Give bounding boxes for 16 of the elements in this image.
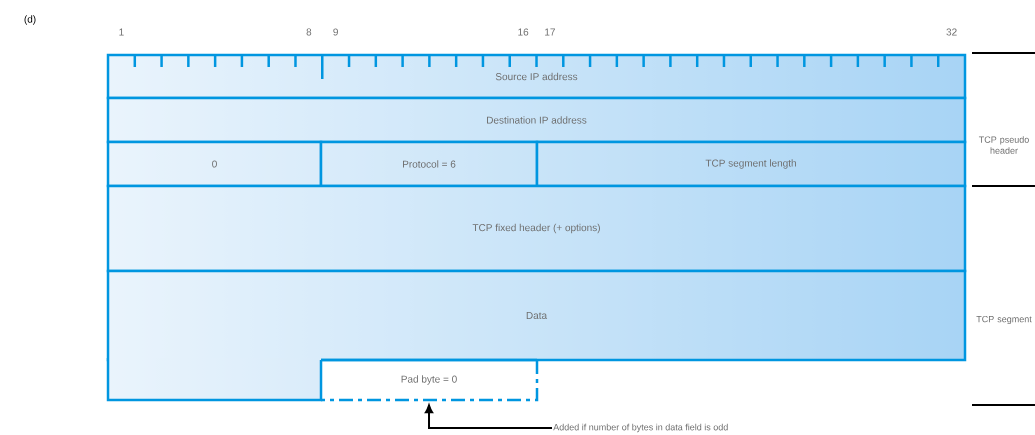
field-box: 0	[106, 140, 323, 188]
panel-label: (d)	[24, 15, 36, 25]
note-text: Added if number of bytes in data field is odd	[553, 423, 728, 433]
section-label: TCP segment	[976, 315, 1032, 325]
leader-arrow	[424, 404, 553, 429]
bit-number: 1	[119, 28, 124, 36]
pad-field: Pad byte = 0	[321, 358, 539, 402]
bit-number: 32	[946, 28, 957, 36]
section-label: TCP pseudo header	[978, 136, 1029, 154]
bit-number: 16	[518, 28, 529, 36]
bit-number: 17	[545, 28, 555, 36]
bit-number: 9	[333, 28, 338, 36]
field-box: Source IP address	[106, 53, 967, 100]
field-box: Protocol = 6	[319, 140, 539, 188]
data-field-extension	[106, 358, 323, 402]
bit-number: 8	[306, 28, 312, 36]
